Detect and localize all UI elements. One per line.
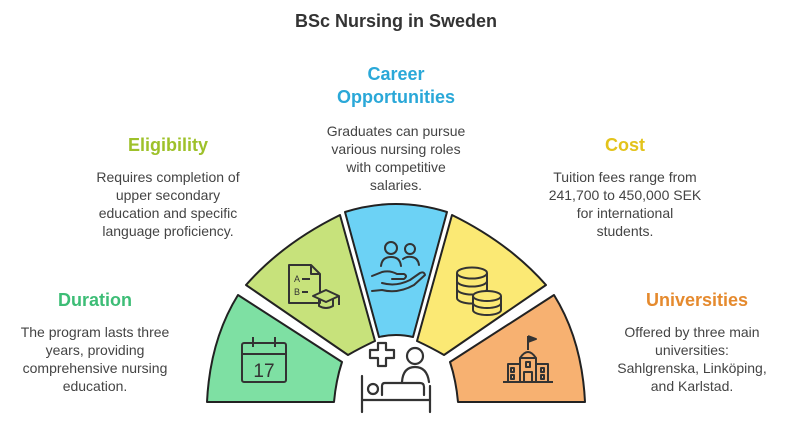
page-title: BSc Nursing in Sweden <box>294 11 498 31</box>
universities-heading: Universities <box>645 290 749 310</box>
universities-line-4: and Karlstad. <box>650 378 734 394</box>
duration-line-2: years, providing <box>45 342 145 358</box>
universities-line-2: universities: <box>655 342 729 358</box>
eligibility-line-1: Requires completion of <box>96 169 240 185</box>
career-heading: Career Opportunities <box>316 63 476 109</box>
cost-line-2: 241,700 to 450,000 SEK <box>548 187 702 203</box>
duration-description: The program lasts three years, providing… <box>0 323 190 395</box>
career-line-1: Graduates can pursue <box>326 123 466 139</box>
universities-description: Offered by three main universities: Sahl… <box>592 323 792 395</box>
eligibility-line-2: upper secondary <box>115 187 221 203</box>
coins-icon <box>456 266 502 316</box>
eligibility-heading: Eligibility <box>127 135 208 155</box>
eligibility-segment <box>245 214 376 356</box>
eligibility-line-4: language proficiency. <box>102 223 234 239</box>
career-line-2: various nursing roles <box>331 141 461 157</box>
career-heading-line-2: Opportunities <box>337 87 455 107</box>
calendar-day-number: 17 <box>253 361 274 382</box>
cost-description: Tuition fees range from 241,700 to 450,0… <box>520 168 730 240</box>
career-segment <box>344 203 448 338</box>
cost-line-4: students. <box>596 223 654 239</box>
exam-letter-b: B <box>294 287 300 297</box>
universities-line-3: Sahlgrenska, Linköping, <box>617 360 767 376</box>
exam-graduation-icon: A B <box>288 264 340 309</box>
duration-heading: Duration <box>58 290 132 310</box>
university-building-icon <box>503 335 553 383</box>
universities-line-1: Offered by three main <box>624 324 760 340</box>
duration-line-1: The program lasts three <box>20 324 170 340</box>
eligibility-line-3: education and specific <box>98 205 238 221</box>
career-line-4: salaries. <box>369 177 423 193</box>
duration-line-3: comprehensive nursing <box>22 360 168 376</box>
eligibility-description: Requires completion of upper secondary e… <box>68 168 268 240</box>
career-heading-line-1: Career <box>367 64 425 84</box>
cost-heading: Cost <box>605 135 645 155</box>
career-line-3: with competitive <box>346 159 446 175</box>
calendar-icon: 17 <box>241 337 287 383</box>
nurse-patient-bed-icon <box>360 341 432 414</box>
duration-segment <box>206 294 343 403</box>
career-description: Graduates can pursue various nursing rol… <box>296 122 496 194</box>
cost-line-3: for international <box>576 205 674 221</box>
duration-line-4: education. <box>62 378 128 394</box>
exam-letter-a: A <box>294 274 300 284</box>
people-hand-icon <box>371 241 426 293</box>
universities-segment <box>449 294 586 403</box>
cost-line-1: Tuition fees range from <box>553 169 697 185</box>
